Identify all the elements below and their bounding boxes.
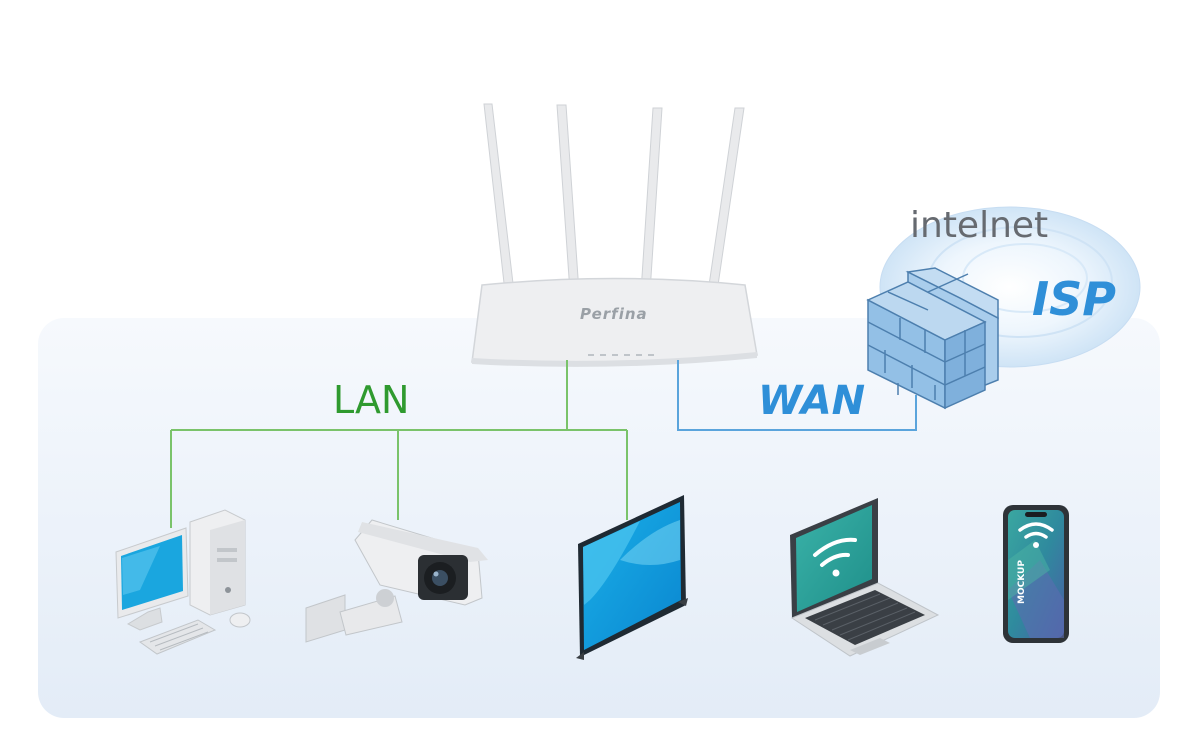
wan-connection-lines	[677, 360, 917, 431]
laptop-icon	[790, 498, 940, 657]
firewall-icon	[866, 267, 999, 410]
router-icon	[471, 103, 758, 367]
desktop-computer-icon	[115, 509, 251, 655]
smartphone-icon	[1003, 505, 1069, 643]
television-icon	[576, 495, 688, 660]
lan-label: LAN	[333, 378, 410, 422]
lan-connection-lines	[170, 360, 628, 528]
router-brand-label: Perfina	[580, 305, 648, 323]
security-camera-icon	[305, 519, 488, 643]
internet-label: intelnet	[910, 205, 1049, 246]
isp-label: ISP	[1032, 272, 1116, 326]
phone-mockup-text: MOCKUP	[1017, 560, 1027, 604]
wan-label: WAN	[758, 378, 866, 424]
